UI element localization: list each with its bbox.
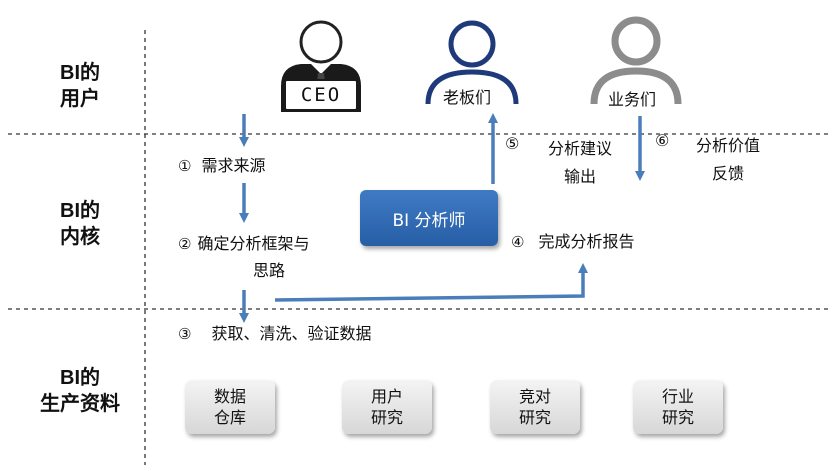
- step-6-text: 分析价值 反馈: [688, 135, 768, 185]
- step-6-text-line1: 分析价值: [695, 136, 760, 155]
- step-3-data: ③ 获取、清洗、验证数据: [178, 323, 371, 345]
- step-4-number: ④: [511, 233, 525, 251]
- step-6-number: ⑥: [655, 131, 670, 150]
- source-line1: 数据: [213, 387, 246, 406]
- business-label: 业务们: [608, 90, 657, 109]
- boss-label: 老板们: [443, 88, 492, 107]
- source-line2: 研究: [661, 408, 694, 427]
- step-5-number: ⑤: [505, 134, 520, 153]
- step-1-demand: ① 需求来源: [178, 155, 265, 177]
- ceo-label: CEO: [300, 84, 342, 106]
- source-line1: 行业: [661, 387, 694, 406]
- step-2-text-line2: 思路: [253, 261, 286, 280]
- source-user-research: 用户 研究: [342, 380, 432, 434]
- row-label-core-line2: 内核: [60, 226, 100, 248]
- step-5-text-line1: 分析建议: [547, 139, 612, 158]
- step-1-text: 需求来源: [201, 156, 266, 175]
- row-label-materials-line1: BI的: [60, 367, 100, 389]
- step-2-number: ②: [178, 235, 192, 253]
- source-line1: 用户: [370, 387, 403, 406]
- bi-analyst-box: BI 分析师: [360, 190, 498, 246]
- source-competitor-research: 竞对 研究: [490, 380, 580, 434]
- step-3-text: 获取、清洗、验证数据: [211, 324, 372, 343]
- arrow-data-to-report: [274, 263, 588, 302]
- step-2-framework: ② 确定分析框架与: [178, 233, 309, 255]
- source-line2: 仓库: [213, 408, 246, 427]
- row-label-users: BI的 用户: [30, 60, 130, 112]
- step-4-text: 完成分析报告: [538, 232, 635, 251]
- source-line1: 竞对: [518, 387, 551, 406]
- step-1-number: ①: [178, 157, 192, 175]
- row-label-users-line1: BI的: [60, 62, 100, 84]
- row-label-users-line2: 用户: [60, 88, 100, 110]
- step-3-number: ③: [178, 325, 192, 343]
- step-2-text-line1: 确定分析框架与: [197, 234, 310, 253]
- row-label-materials: BI的 生产资料: [20, 365, 140, 417]
- source-data-warehouse: 数据 仓库: [185, 380, 275, 434]
- source-line2: 研究: [518, 408, 551, 427]
- source-industry-research: 行业 研究: [633, 380, 723, 434]
- step-6-text-line2: 反馈: [711, 164, 744, 183]
- source-line2: 研究: [370, 408, 403, 427]
- step-5-text-line2: 输出: [563, 167, 596, 186]
- row-label-core-line1: BI的: [60, 200, 100, 222]
- step-4-report: ④ 完成分析报告: [511, 231, 634, 253]
- ceo-icon: [281, 20, 361, 112]
- row-label-materials-line2: 生产资料: [40, 393, 120, 415]
- step-5-text: 分析建议 输出: [540, 138, 620, 188]
- row-label-core: BI的 内核: [30, 198, 130, 250]
- boss-person-icon: [425, 20, 519, 105]
- business-person-icon: [590, 16, 682, 105]
